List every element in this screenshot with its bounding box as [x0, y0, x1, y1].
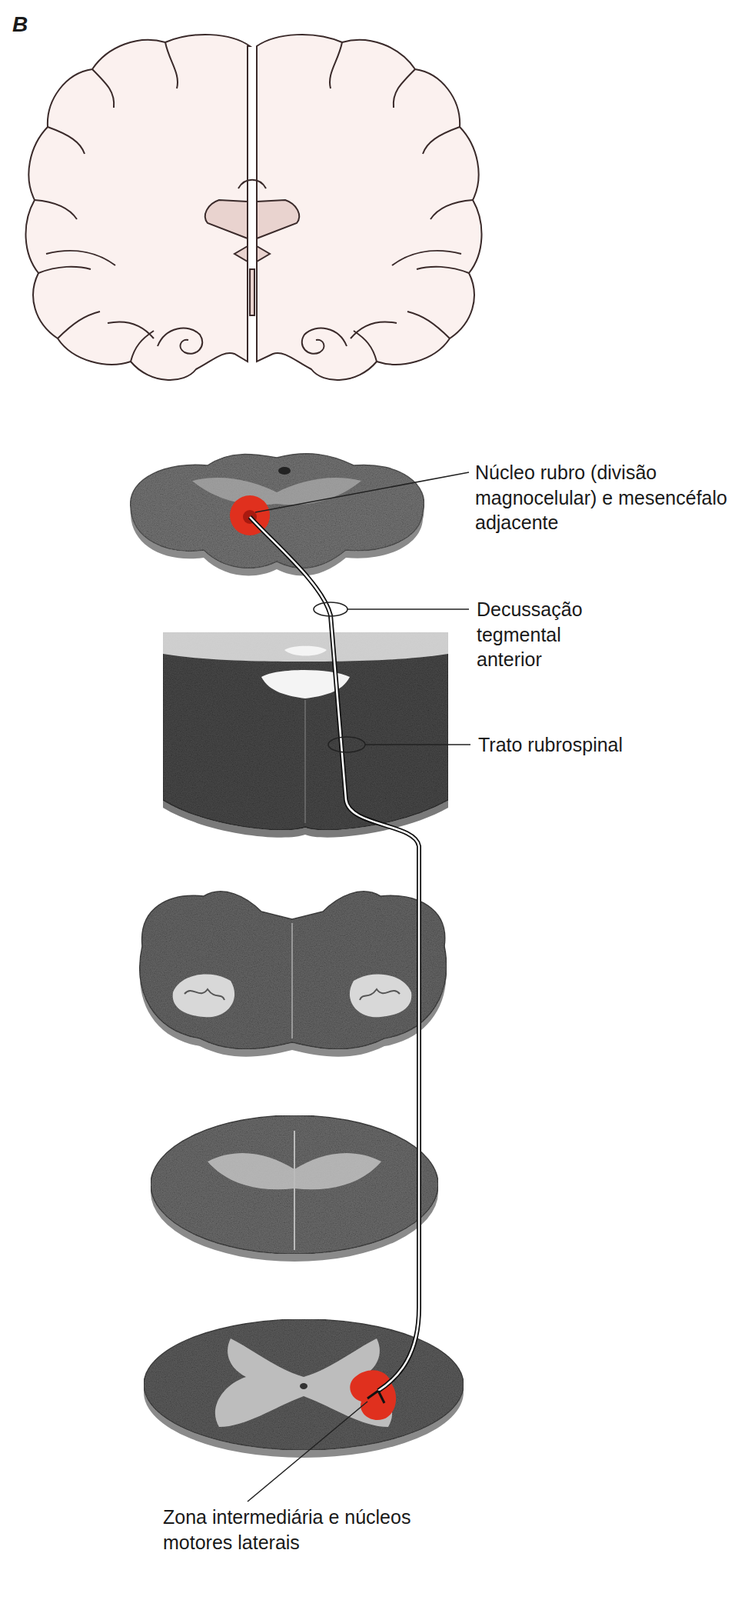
leader-lines [247, 472, 471, 1501]
structure-label: Decussação tegmental anterior [476, 596, 631, 672]
lateral-ventricles [205, 179, 300, 316]
coronal-brain-section [26, 34, 483, 380]
hippocampus [107, 321, 397, 353]
pons-section [162, 631, 449, 838]
brain-sulci [34, 42, 473, 362]
midbrain-section [130, 453, 425, 576]
medulla-section [139, 890, 447, 1057]
structure-label: Trato rubrospinal [478, 731, 623, 758]
rubrospinal-tract [249, 516, 419, 1403]
structure-label: Núcleo rubro (divisão magnocelular) e me… [475, 459, 732, 536]
structure-label: Zona intermediária e núcleos motores lat… [162, 1503, 429, 1554]
lower-medulla-section [150, 1114, 439, 1261]
panel-letter: B [12, 10, 28, 39]
